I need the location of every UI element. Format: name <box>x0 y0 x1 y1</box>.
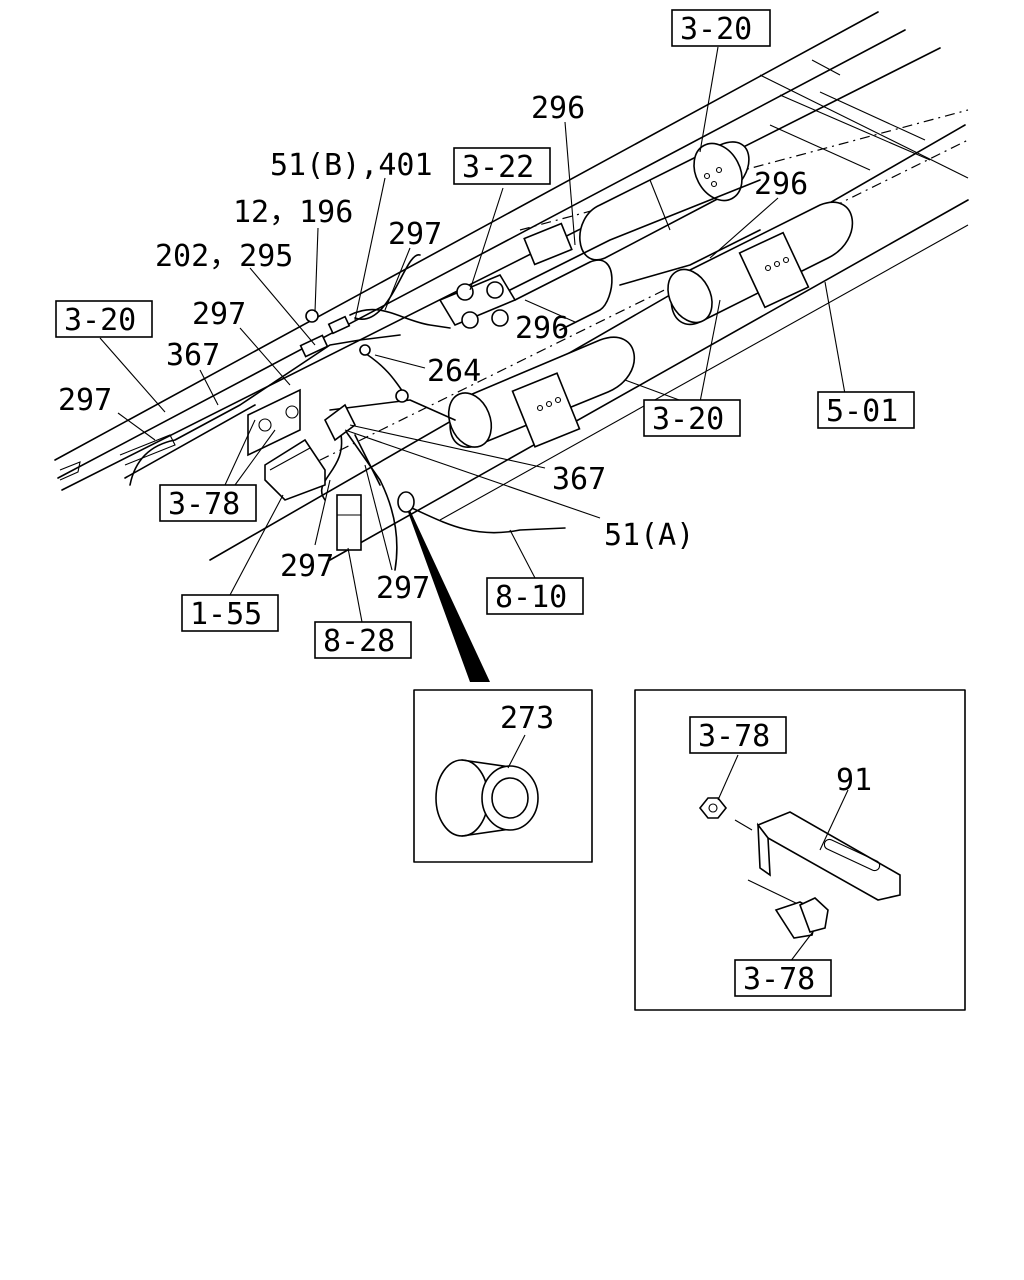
label-264: 264 <box>427 354 481 389</box>
label-296-mid: 296 <box>515 311 569 346</box>
label-297-e: 297 <box>376 571 430 606</box>
label-297-c: 297 <box>58 383 112 418</box>
component-8-28 <box>336 494 362 551</box>
part-number-labels: 296 51(B),401 12，196 202，295 297 297 367… <box>58 91 872 798</box>
label-273: 273 <box>500 701 554 736</box>
label-296-top: 296 <box>531 91 585 126</box>
label-297-d: 297 <box>280 549 334 584</box>
label-297-b: 297 <box>192 297 246 332</box>
ref-3-78-left: 3-78 <box>168 487 240 522</box>
ref-3-78-inset-top: 3-78 <box>698 719 770 754</box>
ref-3-20-mid: 3-20 <box>652 402 724 437</box>
inset-grommet <box>413 689 593 863</box>
ref-3-20-top: 3-20 <box>680 12 752 47</box>
ref-8-10: 8-10 <box>495 580 567 615</box>
inset-bracket <box>634 689 966 1011</box>
clip-brackets <box>247 388 301 457</box>
label-91: 91 <box>836 763 872 798</box>
label-202-295: 202，295 <box>155 239 293 274</box>
ref-3-78-inset-bottom: 3-78 <box>743 962 815 997</box>
reference-boxes: 3-20 3-22 3-20 5-01 3-20 3-78 8-10 1-55 … <box>55 9 915 997</box>
label-367-b: 367 <box>552 462 606 497</box>
frame-rails <box>54 11 969 561</box>
label-296-right: 296 <box>754 167 808 202</box>
ref-5-01: 5-01 <box>826 394 898 429</box>
leader-lines <box>99 46 846 623</box>
connectors-cluster <box>299 309 409 442</box>
label-12-196: 12，196 <box>233 195 353 230</box>
ref-3-20-left: 3-20 <box>64 303 136 338</box>
valve-block <box>438 222 573 329</box>
component-1-55 <box>264 438 326 501</box>
label-367-a: 367 <box>166 338 220 373</box>
air-tank-upper <box>579 141 750 261</box>
label-51b-401: 51(B),401 <box>270 148 433 183</box>
label-51a: 51(A) <box>604 518 694 553</box>
ref-8-28: 8-28 <box>323 624 395 659</box>
ref-1-55: 1-55 <box>190 597 262 632</box>
air-tank-right <box>667 201 854 326</box>
label-297-a: 297 <box>388 217 442 252</box>
ref-3-22: 3-22 <box>462 150 534 185</box>
callout-wedge <box>408 510 490 682</box>
air-tank-mid <box>447 336 635 448</box>
grommet-main <box>397 491 415 513</box>
